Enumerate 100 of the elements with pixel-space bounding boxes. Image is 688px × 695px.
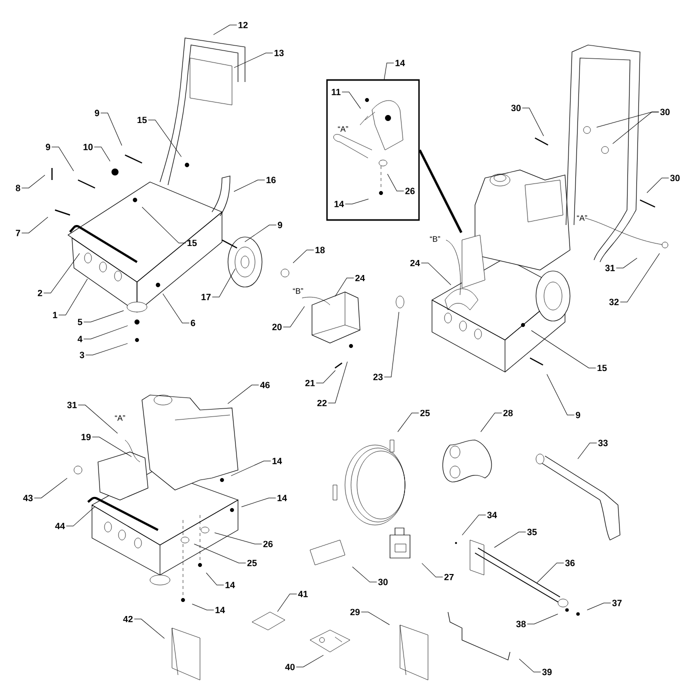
callout-number: 9 [576,412,580,418]
callout-number: 39 [542,668,552,676]
leader-line [282,306,305,328]
leader-line [352,566,378,582]
reference-letter: “B” [430,236,440,242]
callout-number: 14 [334,200,344,208]
leader-line [58,278,88,316]
leader-line [277,594,298,612]
callout-number: 22 [317,400,327,406]
callout-number: 25 [247,560,257,566]
leader-line [192,604,214,610]
callout-number: 33 [598,440,608,446]
leader-line [342,92,361,109]
leader-line [328,361,348,404]
leader-line [148,120,182,158]
callout-number: 2 [38,290,42,296]
callout-number: 37 [612,600,622,606]
leader-line [206,572,224,586]
callout-number: 12 [238,22,248,28]
leader-line [462,514,486,536]
callout-number: 23 [373,374,383,380]
leader-line [43,253,80,294]
leader-line [519,658,542,672]
callout-number: 15 [598,364,607,372]
leader-line [212,268,236,298]
callout-number: 21 [305,380,315,386]
callout-number: 31 [605,264,615,272]
leader-line [494,532,526,548]
callout-number: 7 [16,230,20,236]
callout-number: 20 [272,324,282,330]
callout-number: 34 [487,512,497,518]
callout-number: 25 [420,410,430,416]
leader-line [334,278,354,297]
callout-number: 6 [190,320,196,326]
leader-line [420,262,452,286]
leader-line [384,312,400,378]
leader-line [578,442,598,460]
leader-line [194,544,246,564]
leader-line [21,216,48,234]
callout-number: 11 [332,88,340,96]
callout-number: 10 [84,144,93,150]
callout-number: 46 [260,382,270,388]
callout-number: 9 [46,144,50,150]
connector-line [418,149,462,234]
callout-number: 16 [266,176,276,184]
callout-number: 5 [78,318,82,326]
callout-number: 40 [285,664,295,670]
callout-number: 17 [202,294,211,300]
callout-number: 15 [138,116,147,124]
reference-letter: “A” [576,215,588,221]
callout-number: 3 [80,352,84,358]
leader-line [241,498,276,508]
callout-number: 42 [123,616,133,622]
callout-number: 14 [226,582,235,588]
reference-letter: “A” [114,415,126,421]
leader-line [213,24,238,35]
reference-letter: “A” [338,126,348,132]
leader-line [546,374,575,416]
callout-number: 30 [378,578,388,586]
leader-line [162,294,190,324]
callout-number: 30 [670,174,680,182]
leader-line [292,250,314,264]
leader-line [612,112,660,144]
callout-number: 8 [16,184,20,192]
leader-line [384,62,394,80]
callout-number: 35 [527,528,537,536]
callout-number: 31 [67,402,77,408]
leader-line [66,506,95,526]
callout-number: 27 [444,574,454,580]
callout-number: 44 [55,522,65,530]
callout-number: 13 [274,50,284,56]
leader-line [387,174,404,192]
leader-line [83,325,128,340]
leader-line [100,112,122,146]
callout-number: 14 [278,494,287,502]
callout-number: 4 [78,336,82,342]
leader-line [78,404,118,434]
callout-number: 9 [278,222,282,228]
callout-number: 43 [23,494,33,502]
callout-number: 41 [298,590,308,598]
leader-line [228,384,260,404]
callout-number: 26 [263,540,273,548]
leader-line [85,343,128,356]
leader-line [92,436,132,457]
callout-number: 30 [511,104,521,112]
reference-letter: “B” [292,288,304,294]
callout-number: 14 [272,458,282,464]
leader-line [536,562,564,584]
leader-line [296,654,324,668]
leader-line [646,178,670,194]
callout-number: 28 [503,410,513,416]
detail-inset-box [326,79,420,221]
callout-number: 19 [82,434,91,440]
leader-line [316,370,336,384]
callout-number: 29 [350,608,360,616]
callout-number: 26 [405,188,415,194]
callout-number: 24 [410,260,420,266]
leader-line [34,478,68,498]
leader-line [522,108,544,136]
leader-line [83,310,124,322]
